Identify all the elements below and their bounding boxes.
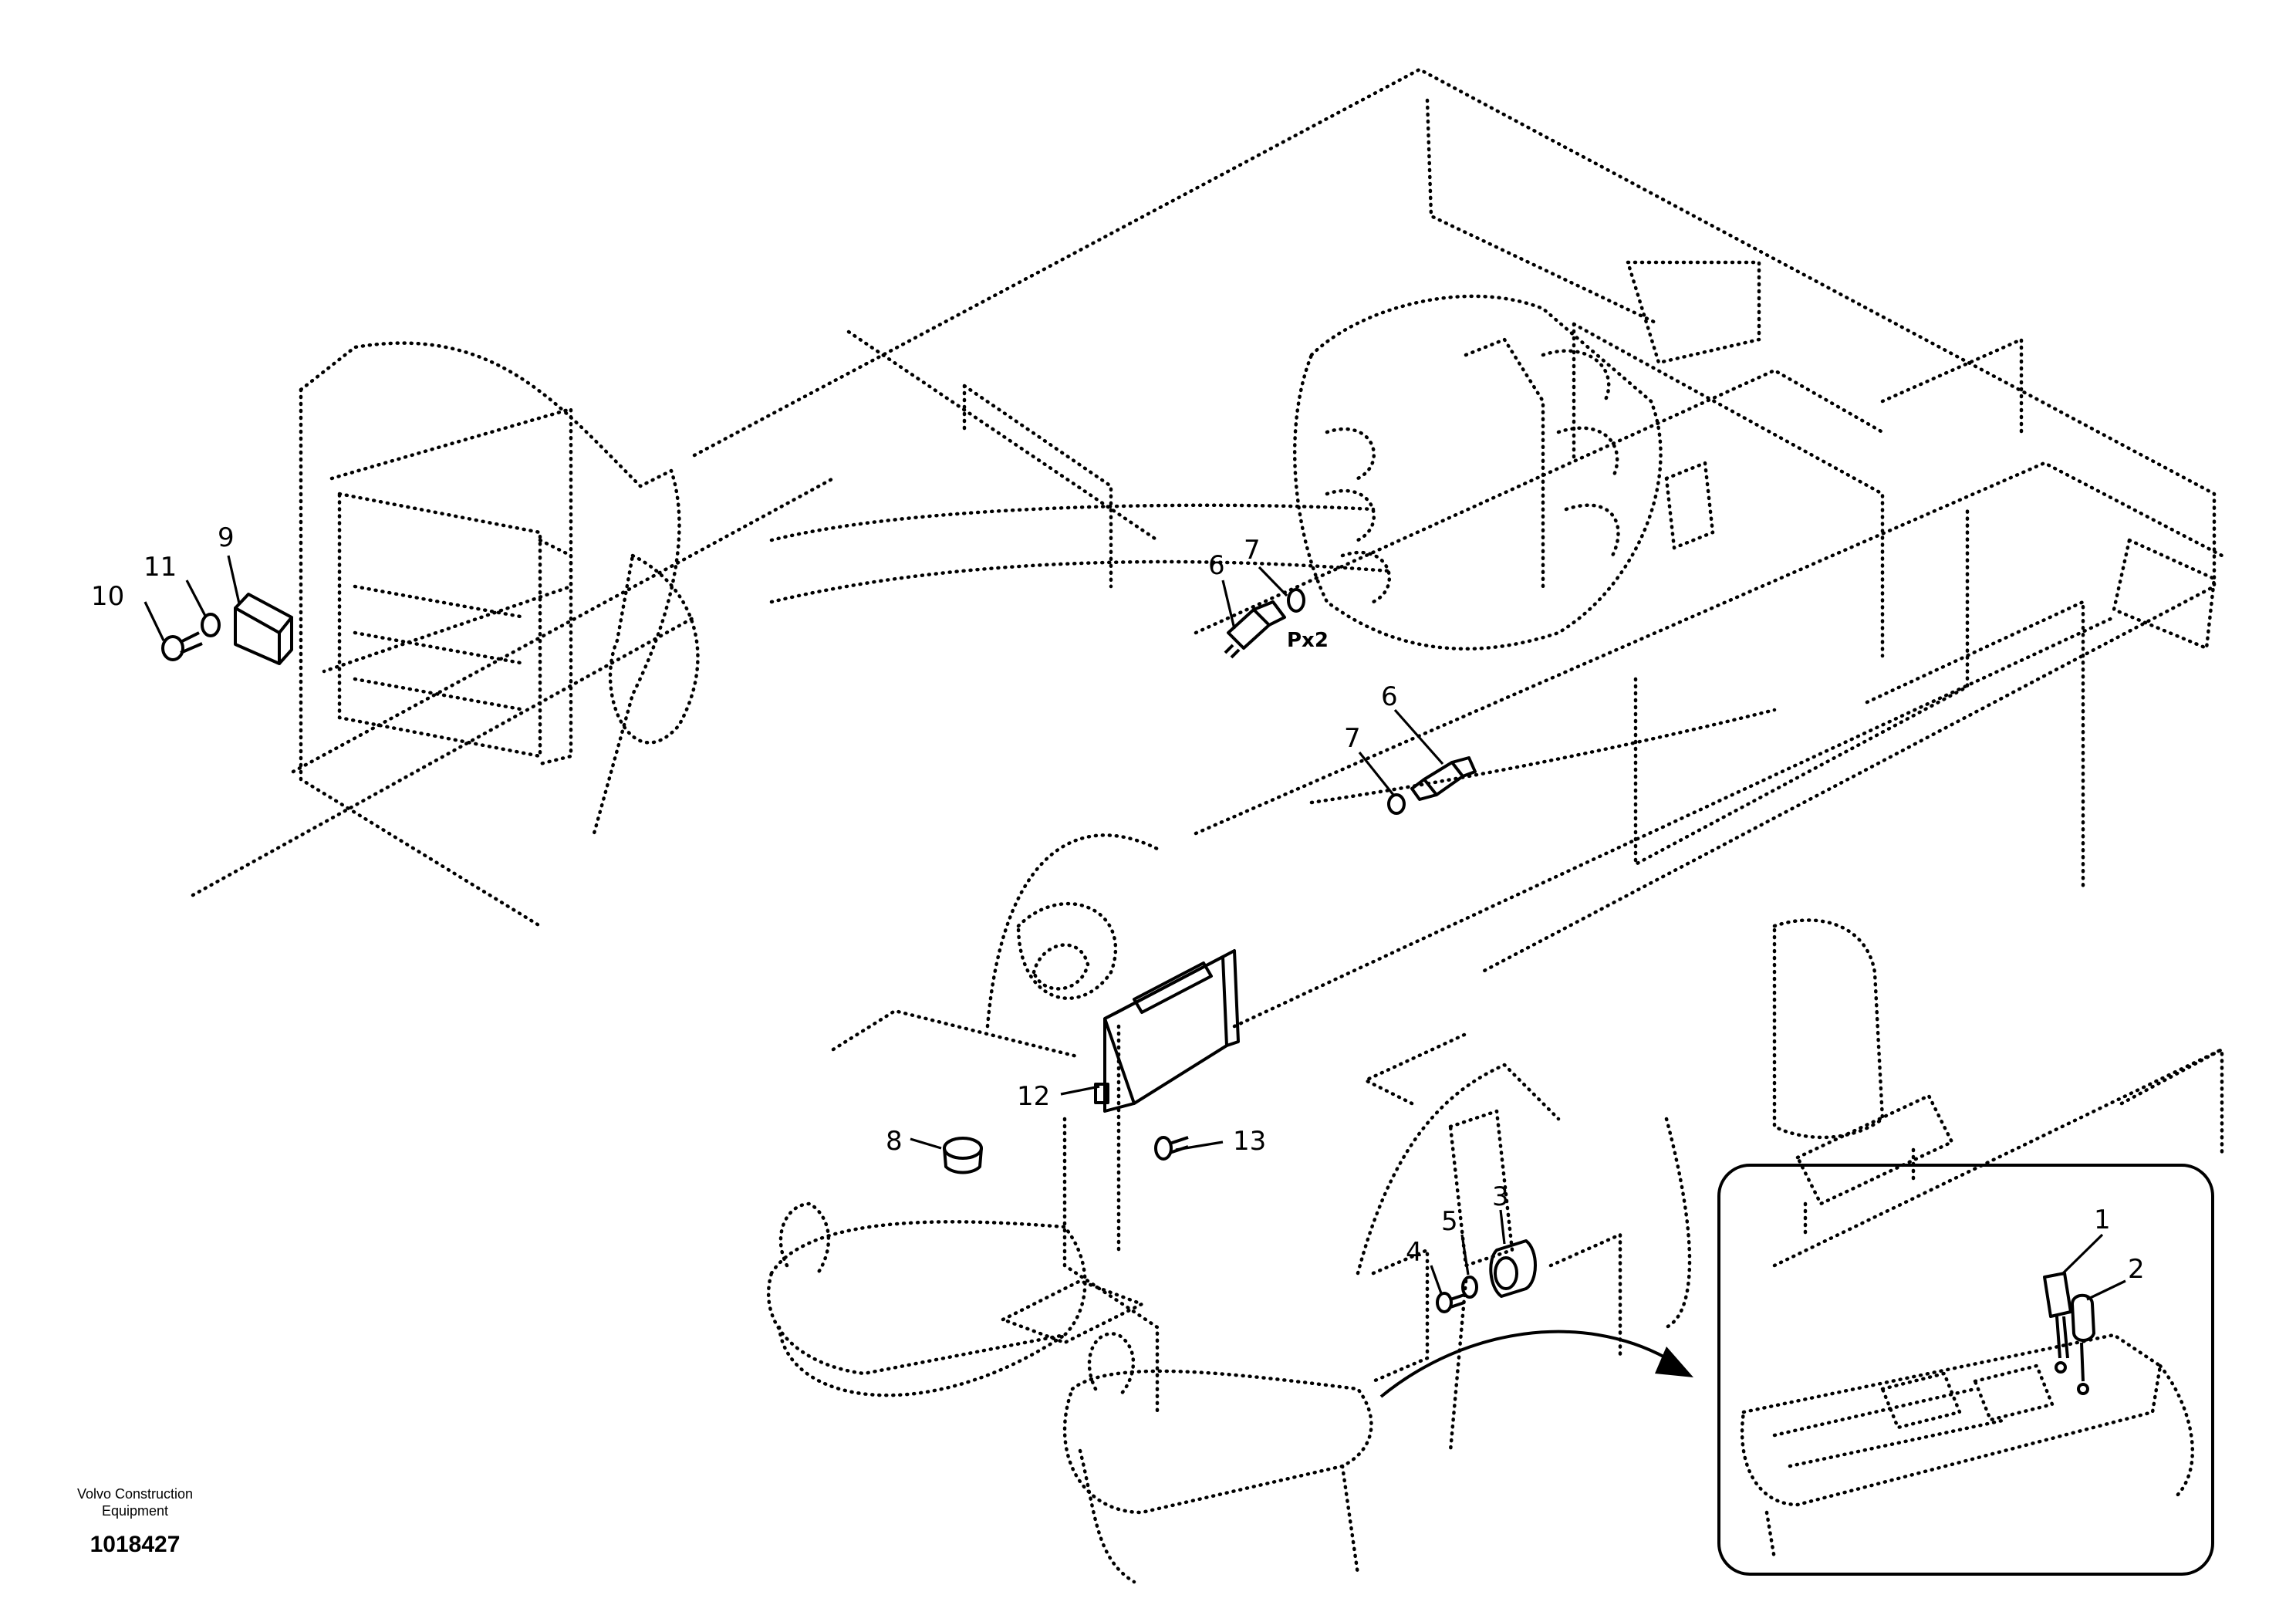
part-6-sensor-lower [1410,756,1477,801]
callout-11: 11 [144,552,177,583]
publisher-line-1: Volvo Construction [76,1486,194,1502]
callout-13: 13 [1233,1126,1266,1157]
part-3-sensor [1489,1239,1537,1298]
cab-floor-outline [766,1009,1692,1584]
rear-valve-outline [1772,918,1954,1237]
document-number: 1018427 [89,1532,181,1557]
part-8-plug [943,1137,983,1174]
callout-4: 4 [1406,1237,1423,1268]
callout-labels: 1 2 3 4 5 6 7 6 7 8 9 10 11 12 13 Px2 [91,522,2145,1285]
leader-lines [144,555,2126,1301]
callout-2: 2 [2128,1254,2145,1285]
callout-1: 1 [2094,1205,2111,1235]
part-7-oring-upper [1287,588,1305,613]
callout-12: 12 [1017,1081,1050,1112]
callout-5: 5 [1441,1206,1458,1237]
callout-7-upper: 7 [1244,535,1261,566]
callout-6-upper: 6 [1208,550,1225,581]
detail-arrow [1379,1330,1667,1398]
part-11-washer [201,613,221,637]
part-5-washer [1461,1276,1478,1299]
part-1-switch [2043,1272,2072,1374]
part-7-oring-lower [1387,793,1406,815]
callout-8: 8 [886,1126,903,1157]
publisher-line-2: Equipment [101,1503,169,1519]
detail-arrowhead [1655,1347,1693,1377]
control-valve-outline [1292,294,1715,651]
part-9-bracket [234,593,293,665]
part-12-control-unit [1094,949,1240,1113]
callout-7-lower: 7 [1344,723,1361,754]
quantity-note: Px2 [1287,629,1329,652]
part-4-screw [1436,1292,1465,1313]
boom-bracket-outline [191,341,1777,1029]
callout-6-lower: 6 [1381,681,1398,712]
publisher-caption: Volvo Construction Equipment [46,1485,224,1519]
upper-frame-outline [692,67,2224,1268]
callout-10: 10 [91,581,124,612]
distribution-box-outline [337,492,573,766]
part-10-screw [161,631,203,661]
part-6-sensor-upper [1224,600,1286,659]
detail-inset [1717,1164,2214,1576]
callout-9: 9 [218,522,235,553]
part-2-switch [2071,1293,2095,1395]
callout-3: 3 [1492,1181,1509,1212]
